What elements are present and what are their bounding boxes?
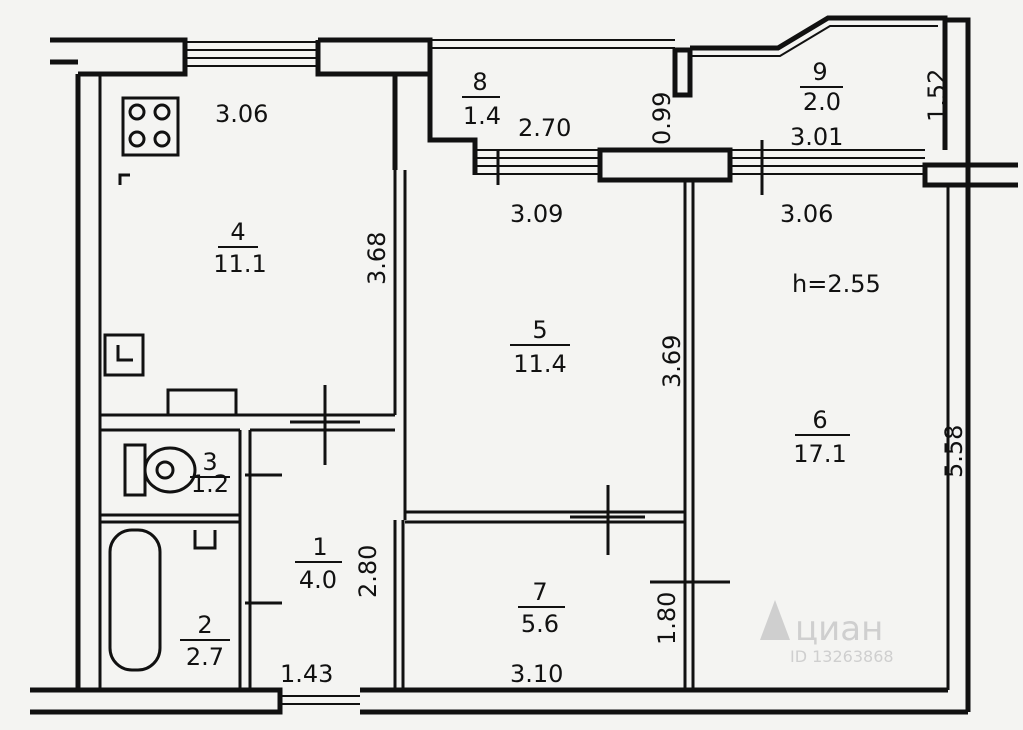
room-5-area: 11.4 (513, 350, 566, 378)
stove-icon (121, 96, 180, 157)
cian-watermark: циан ID 13263868 (760, 600, 894, 666)
dim-balcony8-depth: 0.99 (648, 92, 676, 145)
dim-room7-depth: 1.80 (653, 592, 681, 645)
room-6-area: 17.1 (793, 440, 846, 468)
room-2-number: 2 (197, 611, 212, 639)
dim-hall-depth: 2.80 (354, 545, 382, 598)
room-3-area: 1.2 (191, 470, 229, 498)
dim-balcony8-width: 2.70 (518, 114, 571, 142)
dim-room5-depth: 3.69 (658, 335, 686, 388)
room-3-number: 3 (202, 448, 217, 476)
room-2-area: 2.7 (186, 643, 224, 671)
room-4-area: 11.1 (213, 250, 266, 278)
dim-balcony9-width: 3.01 (790, 123, 843, 151)
dim-balcony9-depth: 1.52 (923, 69, 951, 122)
walls (30, 15, 1018, 715)
room-7-number: 7 (532, 578, 547, 606)
bathtub-icon (108, 528, 217, 672)
toilet-icon (123, 443, 197, 497)
dim-ceiling-height: h=2.55 (792, 270, 881, 298)
room-labels: 4 11.1 5 11.4 6 17.1 7 5.6 1 4.0 2 2.7 3… (180, 58, 850, 671)
watermark-brand: циан (795, 609, 883, 649)
dimension-labels: 3.06 3.68 2.70 0.99 3.01 1.52 3.09 3.69 … (215, 69, 968, 688)
room-1-number: 1 (312, 533, 327, 561)
watermark-id: ID 13263868 (790, 647, 894, 666)
dim-room6-depth: 5.58 (940, 425, 968, 478)
dim-hall-width: 1.43 (280, 660, 333, 688)
dim-room7-width: 3.10 (510, 660, 563, 688)
dim-room6-width: 3.06 (780, 200, 833, 228)
room-9-number: 9 (812, 58, 827, 86)
room-7-area: 5.6 (521, 610, 559, 638)
dim-kitchen-depth: 3.68 (363, 232, 391, 285)
room-4-number: 4 (230, 218, 245, 246)
room-6-number: 6 (812, 406, 827, 434)
door-marks (245, 140, 764, 605)
room-9-area: 2.0 (803, 88, 841, 116)
room-8-area: 1.4 (463, 102, 501, 130)
dim-room5-width: 3.09 (510, 200, 563, 228)
room-1-area: 4.0 (299, 566, 337, 594)
dim-kitchen-width: 3.06 (215, 100, 268, 128)
cian-logo-icon (760, 600, 790, 640)
fixture-marks (103, 173, 238, 417)
room-8-number: 8 (472, 68, 487, 96)
room-5-number: 5 (532, 316, 547, 344)
